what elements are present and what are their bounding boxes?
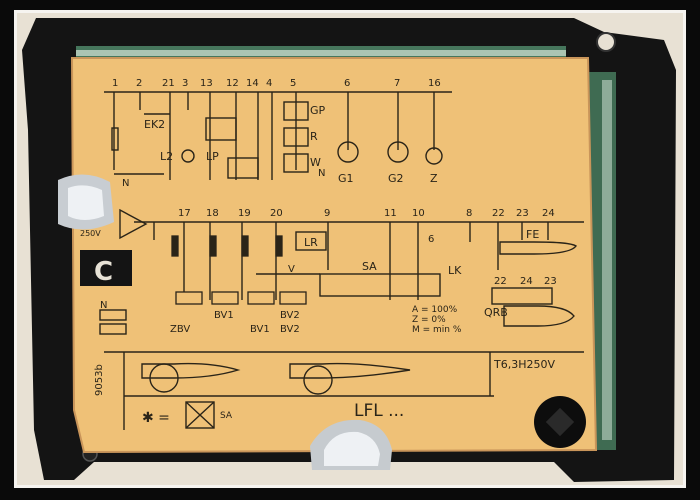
bottom-panel (99, 309, 584, 430)
terminal-label: 7 (394, 78, 400, 89)
terminal-label: 6 (344, 78, 350, 89)
terminal-label: 16 (428, 78, 441, 89)
terminal-label: 5 (290, 78, 296, 89)
c-symbol: C (94, 257, 113, 287)
component-label: QRB (484, 306, 508, 319)
legend-z: Z = 0% (412, 315, 446, 325)
terminal-label: 8 (466, 208, 472, 219)
model-label: LFL ... (354, 401, 404, 421)
component-label: V (288, 264, 295, 275)
component-label: LK (448, 264, 462, 277)
terminal-label: 24 (542, 208, 555, 219)
terminal-label: 22 (492, 208, 505, 219)
mounting-hole (596, 32, 616, 52)
terminal-label: 14 (246, 78, 259, 89)
terminal-label: 13 (200, 78, 213, 89)
component-label: SA (362, 260, 377, 273)
terminal-label: 10 (412, 208, 425, 219)
pcb-edge (602, 80, 612, 440)
photo-canvas: C (14, 10, 686, 488)
component-label: G2 (388, 172, 404, 185)
valve-label: ZBV (170, 324, 190, 335)
label-cutout (80, 250, 132, 286)
valve-label: BV2 (280, 310, 300, 321)
component-label: N (318, 168, 325, 179)
component-label: G1 (338, 172, 354, 185)
component-label: L2 (160, 150, 173, 163)
silver-tab-left-shine (68, 185, 104, 220)
valve-blocks (171, 235, 307, 305)
valve-label: BV2 (280, 324, 300, 335)
symbol-key: ✱ = (142, 410, 170, 426)
terminal-label: 23 (516, 208, 529, 219)
component-label: GP (310, 104, 326, 117)
terminal-label: 21 (162, 78, 175, 89)
fuse-holder-slot (545, 407, 575, 437)
terminal-label: 2 (136, 78, 142, 89)
terminal-label: 22 (494, 276, 507, 287)
voltage-label: 250V (80, 229, 101, 238)
terminal-label: 20 (270, 208, 283, 219)
terminal-label: 12 (226, 78, 239, 89)
component-label: R (310, 130, 318, 143)
terminal-label: 4 (266, 78, 272, 89)
component-label: EK2 (144, 118, 165, 131)
terminal-label: 24 (520, 276, 533, 287)
component-label: LR (304, 236, 318, 249)
legend-m: M = min % (412, 325, 462, 335)
terminal-label: 19 (238, 208, 251, 219)
photo: C (14, 10, 686, 488)
symbol-sa: SA (220, 411, 233, 421)
component-label: 6 (428, 234, 434, 245)
side-code: 9053b (94, 364, 105, 396)
n-label: N (100, 300, 107, 311)
green-strip-shine (76, 50, 566, 56)
component-label: LP (206, 150, 219, 163)
valve-label: BV1 (214, 310, 234, 321)
fuse-rating: T6,3H250V (493, 358, 555, 371)
top-diagram (104, 91, 584, 327)
valve-label: BV1 (250, 324, 270, 335)
component-label: W (310, 156, 321, 169)
terminal-label: 18 (206, 208, 219, 219)
silver-tab-bottom-shine (324, 431, 380, 466)
terminal-label: 9 (324, 208, 330, 219)
terminal-label: 1 (112, 78, 118, 89)
terminal-label: 17 (178, 208, 191, 219)
terminal-label: 3 (182, 78, 188, 89)
legend-a: A = 100% (412, 305, 458, 315)
component-label: FE (526, 228, 539, 241)
component-label: Z (430, 172, 438, 185)
component-label: N (122, 178, 129, 189)
terminal-label: 23 (544, 276, 557, 287)
yellow-label (72, 58, 596, 452)
terminal-label: 11 (384, 208, 397, 219)
